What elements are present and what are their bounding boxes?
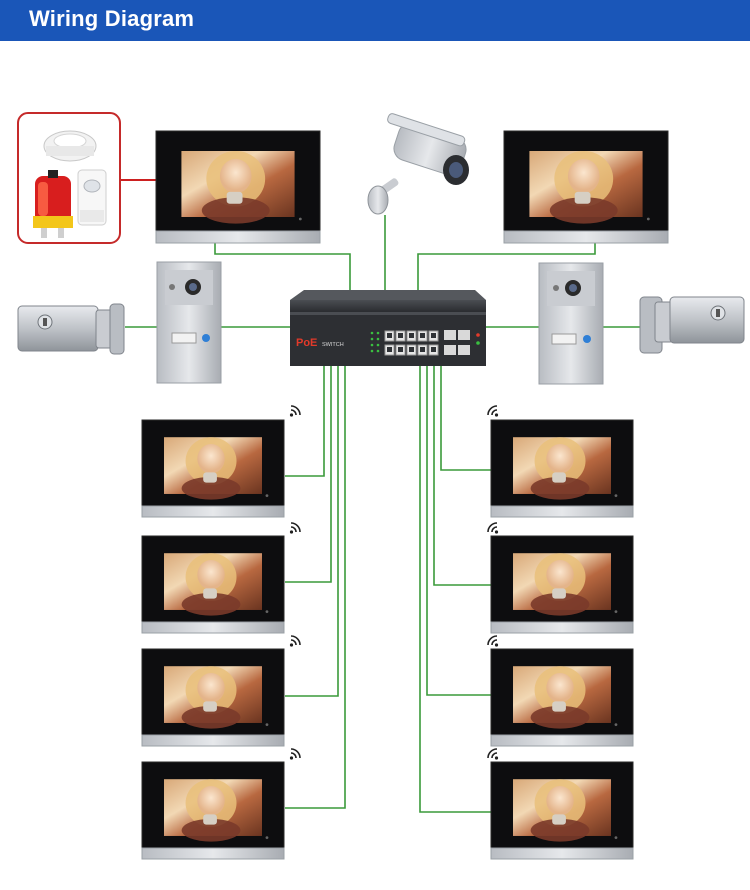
left-electric-lock-icon xyxy=(17,303,125,355)
left-monitor-3 xyxy=(141,648,285,747)
wire-right-monitor-4 xyxy=(419,365,491,813)
switch-label: SWITCH xyxy=(322,342,344,348)
right-door-station xyxy=(538,262,604,385)
wifi-icon xyxy=(487,405,499,417)
top-left-monitor xyxy=(155,130,321,244)
wifi-icon xyxy=(487,635,499,647)
cctv-camera-icon xyxy=(367,113,469,215)
left-monitor-1 xyxy=(141,419,285,518)
switch-brand: PoE xyxy=(296,337,317,349)
wifi-icon xyxy=(289,748,301,760)
alarm-sensors xyxy=(17,112,121,244)
right-monitor-1 xyxy=(490,419,634,518)
left-door-station xyxy=(156,261,222,384)
wifi-icon xyxy=(289,405,301,417)
wire-right-monitor-1 xyxy=(440,365,491,471)
right-electric-lock-icon xyxy=(639,296,745,354)
wire-left-monitor-2 xyxy=(285,365,332,583)
wire-top-right-monitor xyxy=(417,242,596,290)
wire-left-monitor-1 xyxy=(285,365,325,477)
wire-left-monitor-4 xyxy=(285,365,346,809)
wires xyxy=(120,179,640,813)
wire-top-left-monitor xyxy=(214,242,351,290)
left-monitor-4 xyxy=(141,761,285,860)
wire-right-monitor-2 xyxy=(433,365,491,586)
wifi-icon xyxy=(487,522,499,534)
siren-icon xyxy=(33,170,73,238)
smoke-detector-icon xyxy=(43,130,97,162)
switch-ports xyxy=(370,330,439,356)
wifi-icon xyxy=(487,748,499,760)
page-title: Wiring Diagram xyxy=(29,6,195,31)
header-bar: Wiring Diagram xyxy=(0,0,750,41)
wire-left-monitor-3 xyxy=(285,365,339,697)
wifi-icon xyxy=(289,522,301,534)
motion-sensor-icon xyxy=(77,169,107,226)
right-monitor-3 xyxy=(490,648,634,747)
wire-right-monitor-3 xyxy=(426,365,491,696)
right-monitor-4 xyxy=(490,761,634,860)
left-monitor-2 xyxy=(141,535,285,634)
right-monitor-2 xyxy=(490,535,634,634)
poe-switch: PoE SWITCH xyxy=(290,290,486,366)
top-right-monitor xyxy=(503,130,669,244)
wifi-icon xyxy=(289,635,301,647)
wiring-diagram: PoE SWITCH xyxy=(17,112,745,860)
